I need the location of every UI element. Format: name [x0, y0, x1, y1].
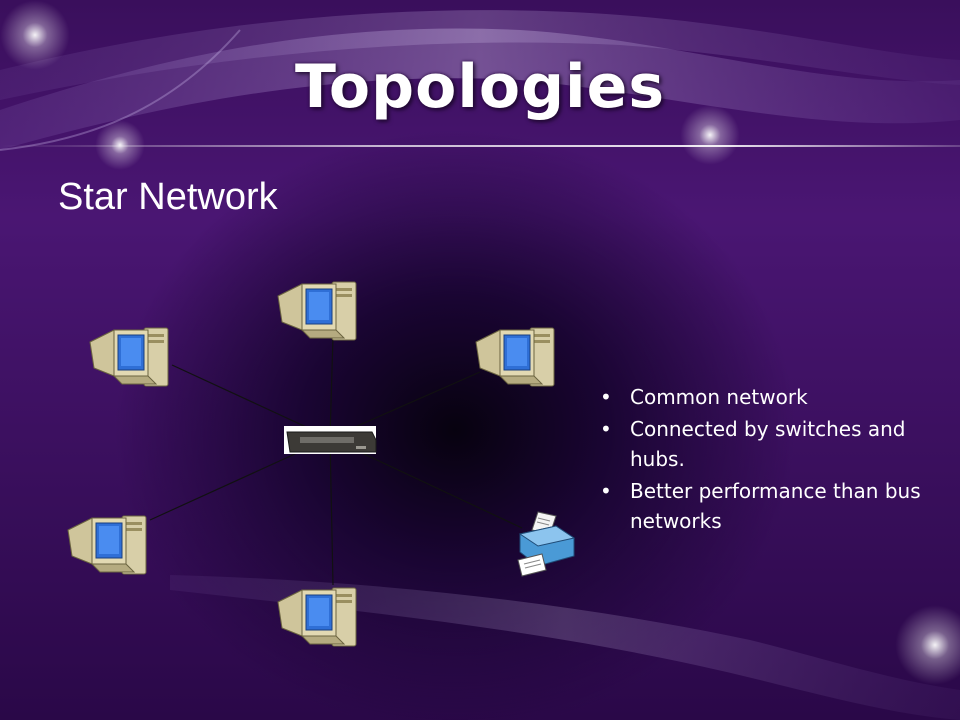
network-links — [149, 335, 523, 586]
computer-icon — [67, 515, 147, 575]
computer-icon — [475, 327, 555, 387]
link-line — [329, 335, 334, 439]
bullet-dot: • — [600, 417, 612, 441]
bullet-list: • Common network • Connected by switches a… — [596, 382, 936, 538]
bullet-item: • Better performance than bus networks — [596, 476, 936, 536]
bullet-dot: • — [600, 479, 612, 503]
bullet-text: Connected by switches and hubs. — [630, 417, 906, 471]
header-divider — [0, 145, 960, 147]
computer-icon — [277, 587, 357, 647]
link-line — [329, 437, 334, 586]
bullet-text: Common network — [630, 385, 808, 409]
printer-icon — [517, 511, 575, 577]
bullet-item: • Common network — [596, 382, 936, 412]
bullet-item: • Connected by switches and hubs. — [596, 414, 936, 474]
switch-hub-icon — [284, 426, 377, 454]
computer-icon — [277, 281, 357, 341]
slide-title: Topologies — [294, 52, 666, 122]
bullet-dot: • — [600, 385, 612, 409]
bullet-text: Better performance than bus networks — [630, 479, 921, 533]
link-line — [171, 364, 331, 439]
computer-icon — [89, 327, 169, 387]
slide-subtitle: Star Network — [58, 176, 278, 218]
